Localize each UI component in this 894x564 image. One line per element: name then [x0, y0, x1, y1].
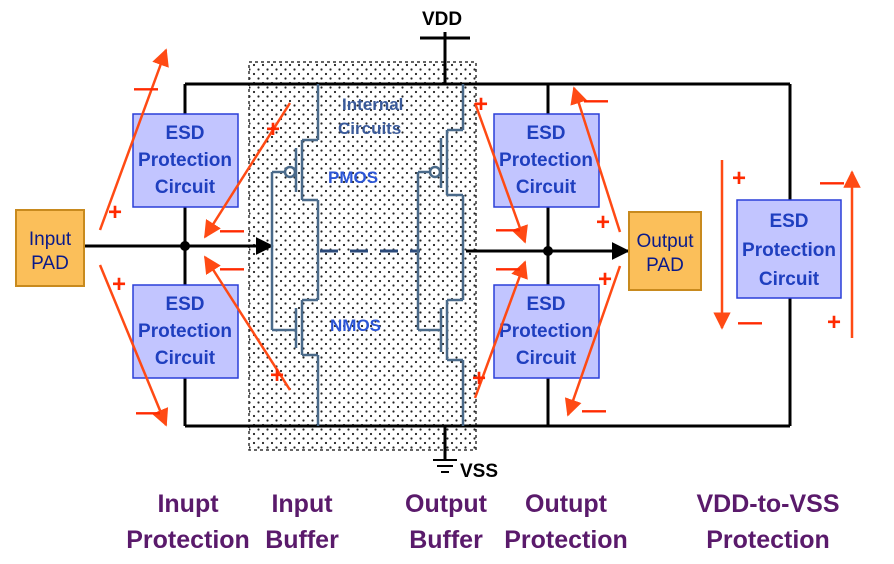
esd-box-vdd-vss: ESD Protection Circuit — [736, 199, 842, 299]
section-input-buffer-line1: Input — [271, 490, 333, 518]
esd-box-output-bottom: ESD Protection Circuit — [493, 284, 600, 379]
output-pad-line1: Output — [636, 231, 694, 252]
esd-current-arrows — [98, 48, 861, 427]
internal-circuits-label-line1: Internal — [342, 95, 403, 114]
esd-line-1: ESD — [526, 294, 565, 315]
nmos-label: NMOS — [330, 316, 381, 335]
esd-line-2: Protection — [499, 321, 593, 342]
minus-sign: — — [136, 399, 160, 426]
minus-sign: — — [584, 87, 608, 114]
esd-line-2: Protection — [138, 150, 232, 171]
input-pad: Input PAD — [15, 209, 85, 287]
plus-sign: + — [112, 271, 126, 298]
input-pad-line1: Input — [29, 229, 72, 250]
section-vdd-vss-protection-line2: Protection — [706, 526, 830, 554]
esd-line-3: Circuit — [516, 177, 577, 198]
esd-line-1: ESD — [526, 123, 565, 144]
polarity-signs: — + + — + — — + + — — + — + + — + — — + — [108, 75, 844, 426]
section-output-protection-line1: Outupt — [525, 490, 608, 518]
esd-line-1: ESD — [165, 294, 204, 315]
esd-box-output-top: ESD Protection Circuit — [493, 113, 600, 208]
esd-line-3: Circuit — [155, 177, 216, 198]
minus-sign: — — [820, 169, 844, 196]
plus-sign: + — [474, 91, 488, 118]
pmos-label: PMOS — [328, 168, 378, 187]
esd-box-input-top: ESD Protection Circuit — [132, 113, 239, 208]
minus-sign: — — [220, 217, 244, 244]
section-labels: Inupt Protection Input Buffer Output Buf… — [126, 490, 839, 554]
minus-sign: — — [738, 309, 762, 336]
plus-sign: + — [598, 266, 612, 293]
plus-sign: + — [472, 365, 486, 392]
internal-circuits-label-line2: Circuits — [338, 119, 401, 138]
minus-sign: — — [582, 397, 606, 424]
minus-sign: — — [496, 216, 520, 243]
signal-path — [84, 237, 630, 260]
section-input-protection-line1: Inupt — [157, 490, 219, 518]
plus-sign: + — [596, 209, 610, 236]
section-input-buffer-line2: Buffer — [265, 526, 339, 554]
input-pad-line2: PAD — [31, 253, 69, 274]
plus-sign: + — [270, 362, 284, 389]
minus-sign: — — [496, 255, 520, 282]
power-rails — [185, 32, 790, 473]
section-output-protection-line2: Protection — [504, 526, 628, 554]
section-output-buffer-line2: Buffer — [409, 526, 483, 554]
esd-line-3: Circuit — [516, 348, 577, 369]
esd-line-1: ESD — [165, 123, 204, 144]
vdd-label: VDD — [422, 9, 462, 30]
esd-line-2: Protection — [742, 240, 836, 261]
output-pad-line2: PAD — [646, 255, 684, 276]
plus-sign: + — [266, 116, 280, 143]
minus-sign: — — [134, 75, 158, 102]
vss-label: VSS — [460, 461, 498, 482]
esd-line-2: Protection — [499, 150, 593, 171]
section-vdd-vss-protection-line1: VDD-to-VSS — [696, 490, 839, 518]
esd-line-2: Protection — [138, 321, 232, 342]
output-pad: Output PAD — [628, 211, 702, 291]
plus-sign: + — [732, 165, 746, 192]
esd-line-3: Circuit — [759, 269, 820, 290]
section-output-buffer-line1: Output — [405, 490, 488, 518]
esd-line-3: Circuit — [155, 348, 216, 369]
output-buffer-transistors — [416, 84, 465, 426]
minus-sign: — — [220, 255, 244, 282]
plus-sign: + — [108, 199, 122, 226]
esd-box-input-bottom: ESD Protection Circuit — [132, 284, 239, 379]
plus-sign: + — [827, 309, 841, 336]
section-input-protection-line2: Protection — [126, 526, 250, 554]
esd-line-1: ESD — [769, 211, 808, 232]
input-buffer-transistors — [270, 84, 320, 426]
